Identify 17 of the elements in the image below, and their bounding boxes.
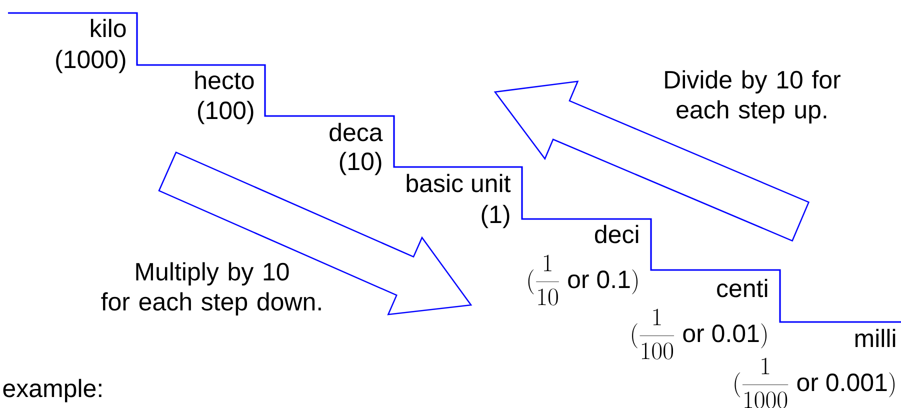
step-label: (10) — [340, 152, 382, 176]
step-label: hecto — [195, 70, 254, 90]
step-value: $(\frac{1}{10}\mbox{ or 0.1})$ — [528, 254, 638, 306]
step-value: $(\frac{1}{1000}\mbox{ or 0.001})$ — [734, 358, 895, 408]
step-label: deca — [330, 122, 383, 142]
step-label: deci — [595, 224, 638, 244]
step-label: centi — [717, 278, 768, 298]
instruction-text: Multiply by 10 for each step down. — [101, 262, 321, 316]
step-label: milli — [855, 328, 896, 347]
step-label: (1000) — [56, 50, 126, 74]
step-label: basic unit — [406, 174, 511, 192]
step-label: (100) — [198, 100, 254, 124]
instruction-text: Divide by 10 for each step up. — [665, 70, 840, 124]
step-value: $(\frac{1}{100}\mbox{ or 0.01})$ — [632, 308, 767, 360]
step-label: example: — [3, 378, 102, 402]
step-label: (1) — [482, 204, 510, 228]
step-label: kilo — [90, 18, 126, 38]
